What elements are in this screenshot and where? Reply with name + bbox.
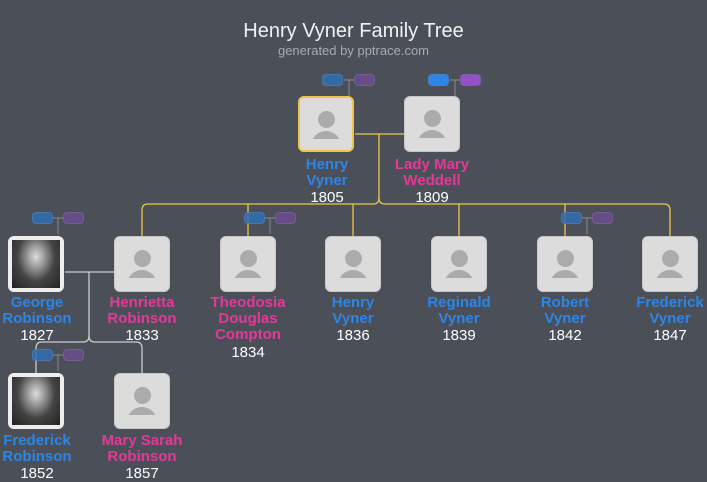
person-card-frederick-robinson[interactable] bbox=[8, 373, 64, 429]
person-card-frederick-vyner[interactable] bbox=[642, 236, 698, 292]
person-year: 1809 bbox=[415, 189, 449, 206]
person-year: 1833 bbox=[125, 327, 159, 344]
mother-link-pill[interactable] bbox=[63, 349, 84, 361]
avatar-placeholder-icon bbox=[423, 110, 441, 127]
mother-link-pill[interactable] bbox=[63, 212, 84, 224]
person-year: 1805 bbox=[310, 189, 344, 206]
person-card-robert-vyner[interactable] bbox=[537, 236, 593, 292]
mother-link-pill[interactable] bbox=[460, 74, 481, 86]
avatar-placeholder-icon bbox=[556, 250, 574, 267]
person-year: 1857 bbox=[125, 465, 159, 482]
father-link-pill[interactable] bbox=[322, 74, 343, 86]
portrait-photo bbox=[12, 240, 60, 288]
mother-link-pill[interactable] bbox=[592, 212, 613, 224]
person-card-george-robinson[interactable] bbox=[8, 236, 64, 292]
person-card-theodosia-douglas-compton[interactable] bbox=[220, 236, 276, 292]
person-year: 1852 bbox=[20, 465, 54, 482]
person-year: 1842 bbox=[548, 327, 582, 344]
person-card-lady-mary-weddell[interactable] bbox=[404, 96, 460, 152]
avatar-placeholder-icon bbox=[239, 250, 257, 267]
avatar-placeholder-icon bbox=[661, 250, 679, 267]
father-link-pill[interactable] bbox=[32, 212, 53, 224]
father-link-pill[interactable] bbox=[561, 212, 582, 224]
person-card-henry-vyner-1836[interactable] bbox=[325, 236, 381, 292]
person-year: 1847 bbox=[653, 327, 687, 344]
person-card-reginald-vyner[interactable] bbox=[431, 236, 487, 292]
person-year: 1834 bbox=[231, 344, 265, 361]
mother-link-pill[interactable] bbox=[354, 74, 375, 86]
page-subtitle: generated by pptrace.com bbox=[277, 43, 430, 58]
father-link-pill[interactable] bbox=[428, 74, 449, 86]
avatar-placeholder-icon bbox=[450, 250, 468, 267]
portrait-photo bbox=[12, 377, 60, 425]
page-title: Henry Vyner Family Tree bbox=[243, 20, 464, 42]
mother-link-pill[interactable] bbox=[275, 212, 296, 224]
person-year: 1836 bbox=[336, 327, 370, 344]
person-card-henrietta-robinson[interactable] bbox=[114, 236, 170, 292]
person-year: 1839 bbox=[442, 327, 476, 344]
person-card-henry-vyner-1805[interactable] bbox=[298, 96, 354, 152]
avatar-placeholder-icon bbox=[133, 250, 151, 267]
avatar-placeholder-icon bbox=[344, 250, 362, 267]
person-card-mary-sarah-robinson[interactable] bbox=[114, 373, 170, 429]
father-link-pill[interactable] bbox=[244, 212, 265, 224]
father-link-pill[interactable] bbox=[32, 349, 53, 361]
person-year: 1827 bbox=[20, 327, 54, 344]
avatar-placeholder-icon bbox=[317, 111, 335, 128]
avatar-placeholder-icon bbox=[133, 387, 151, 404]
